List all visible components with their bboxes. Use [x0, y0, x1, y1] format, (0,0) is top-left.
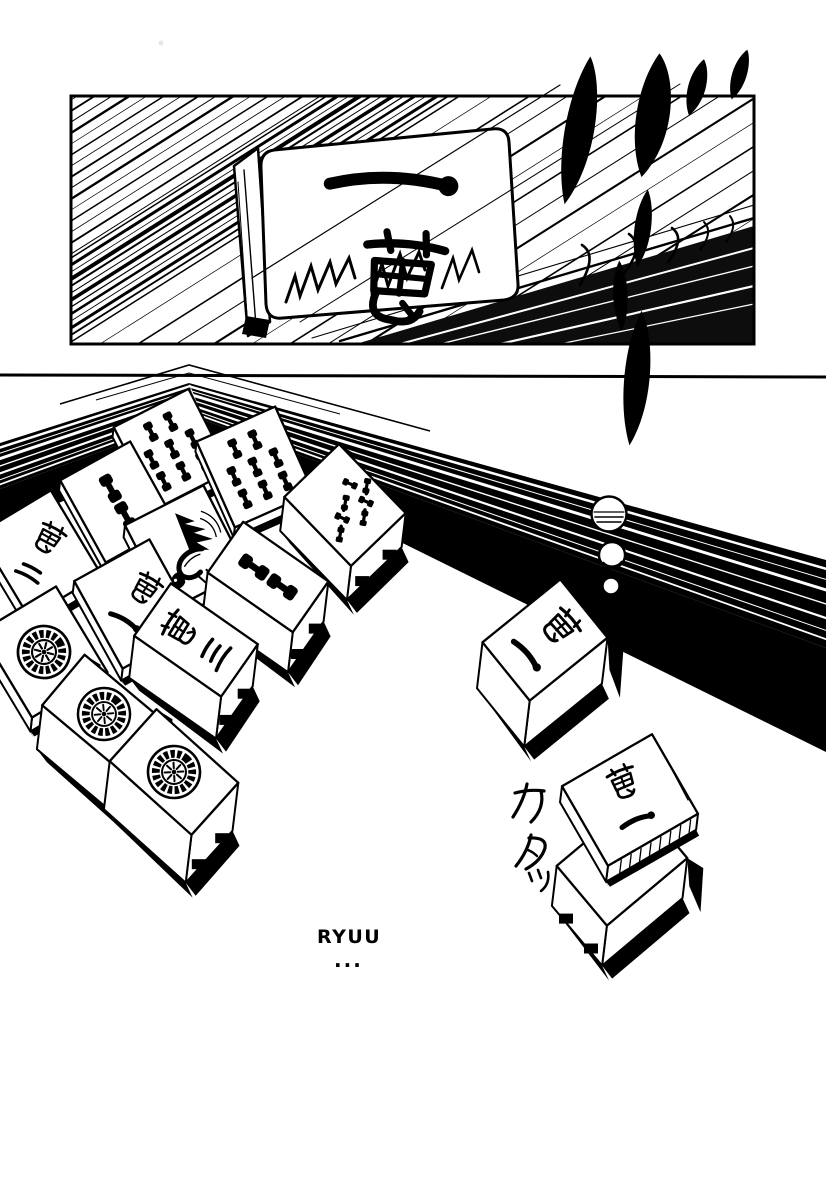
top-panel [69, 83, 756, 346]
ink-drop [686, 59, 708, 116]
caption-ellipsis: ... [334, 948, 363, 972]
print-artifact-dot [158, 40, 164, 46]
ink-drop [561, 56, 598, 205]
rim-button-3 [601, 576, 621, 596]
hand-tile-12-pin1 [102, 708, 240, 898]
panel-glyph-ichi [323, 171, 459, 197]
table-rim-buttons [590, 495, 628, 596]
tile-stack [550, 733, 704, 981]
rim-button-1 [590, 495, 628, 533]
flipped-tile-ichiman [559, 733, 700, 888]
sfx-kata [511, 782, 550, 893]
rail-corner-outline [59, 364, 431, 432]
discard-tile-ichiman [476, 578, 624, 762]
hand-tile-9-man3 [128, 582, 260, 754]
ink-drop [634, 53, 671, 178]
caption-ryuu: RYUU [317, 926, 382, 948]
ink-splash-cluster [561, 49, 749, 446]
panel-tile-ichiman [232, 83, 735, 338]
ink-drop [730, 49, 749, 100]
ink-drop [623, 310, 651, 446]
ink-drop [613, 260, 628, 331]
ink-drop [633, 189, 652, 267]
panel-border [69, 94, 756, 346]
rim-button-2 [597, 540, 627, 570]
hand-tiles [0, 387, 409, 898]
